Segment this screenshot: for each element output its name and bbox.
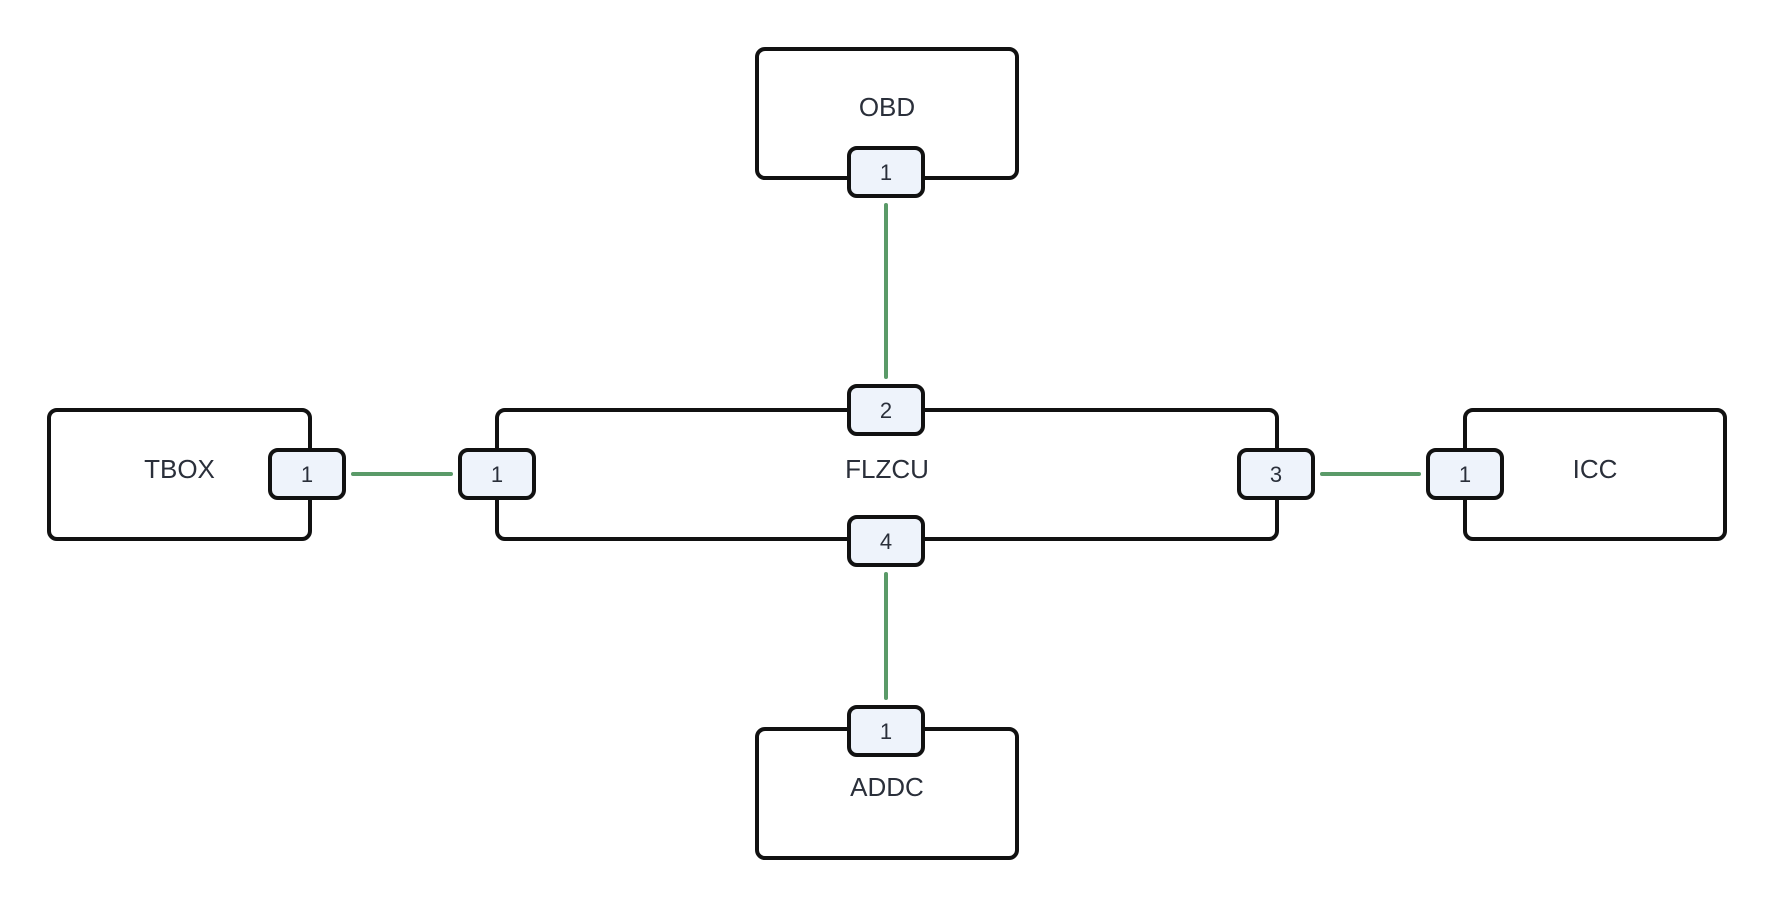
port-label-flzcu-4: 4	[880, 529, 892, 554]
port-box-flzcu-1	[458, 448, 536, 500]
port-tbox-1: 1	[268, 448, 346, 500]
port-label-flzcu-1: 1	[491, 462, 503, 487]
port-flzcu-4: 4	[847, 515, 925, 567]
port-label-obd-1: 1	[880, 160, 892, 185]
port-flzcu-3: 3	[1237, 448, 1315, 500]
node-obd: OBD	[755, 47, 1019, 180]
port-icc-1: 1	[1426, 448, 1504, 500]
port-label-flzcu-2: 2	[880, 398, 892, 423]
port-addc-1: 1	[847, 705, 925, 757]
port-box-flzcu-3	[1237, 448, 1315, 500]
port-label-tbox-1: 1	[301, 462, 313, 487]
port-flzcu-1: 1	[458, 448, 536, 500]
port-box-flzcu-2	[847, 384, 925, 436]
port-label-flzcu-3: 3	[1270, 462, 1282, 487]
node-icc: ICC	[1463, 408, 1727, 541]
port-label-icc-1: 1	[1459, 462, 1471, 487]
port-obd-1: 1	[847, 146, 925, 198]
port-box-flzcu-4	[847, 515, 925, 567]
node-label-addc: ADDC	[850, 772, 924, 802]
port-box-addc-1	[847, 705, 925, 757]
nodes-layer: OBD TBOX FLZCU ICC ADDC	[47, 47, 1727, 860]
port-flzcu-2: 2	[847, 384, 925, 436]
port-label-addc-1: 1	[880, 719, 892, 744]
node-label-tbox: TBOX	[144, 454, 215, 484]
node-label-icc: ICC	[1573, 454, 1618, 484]
ports-layer: 1 1 1 2 3 4 1 1	[268, 146, 1504, 757]
node-label-obd: OBD	[859, 92, 915, 122]
port-box-tbox-1	[268, 448, 346, 500]
port-box-icc-1	[1426, 448, 1504, 500]
node-label-flzcu: FLZCU	[845, 454, 929, 484]
port-box-obd-1	[847, 146, 925, 198]
links-layer	[351, 203, 1421, 700]
node-tbox: TBOX	[47, 408, 312, 541]
